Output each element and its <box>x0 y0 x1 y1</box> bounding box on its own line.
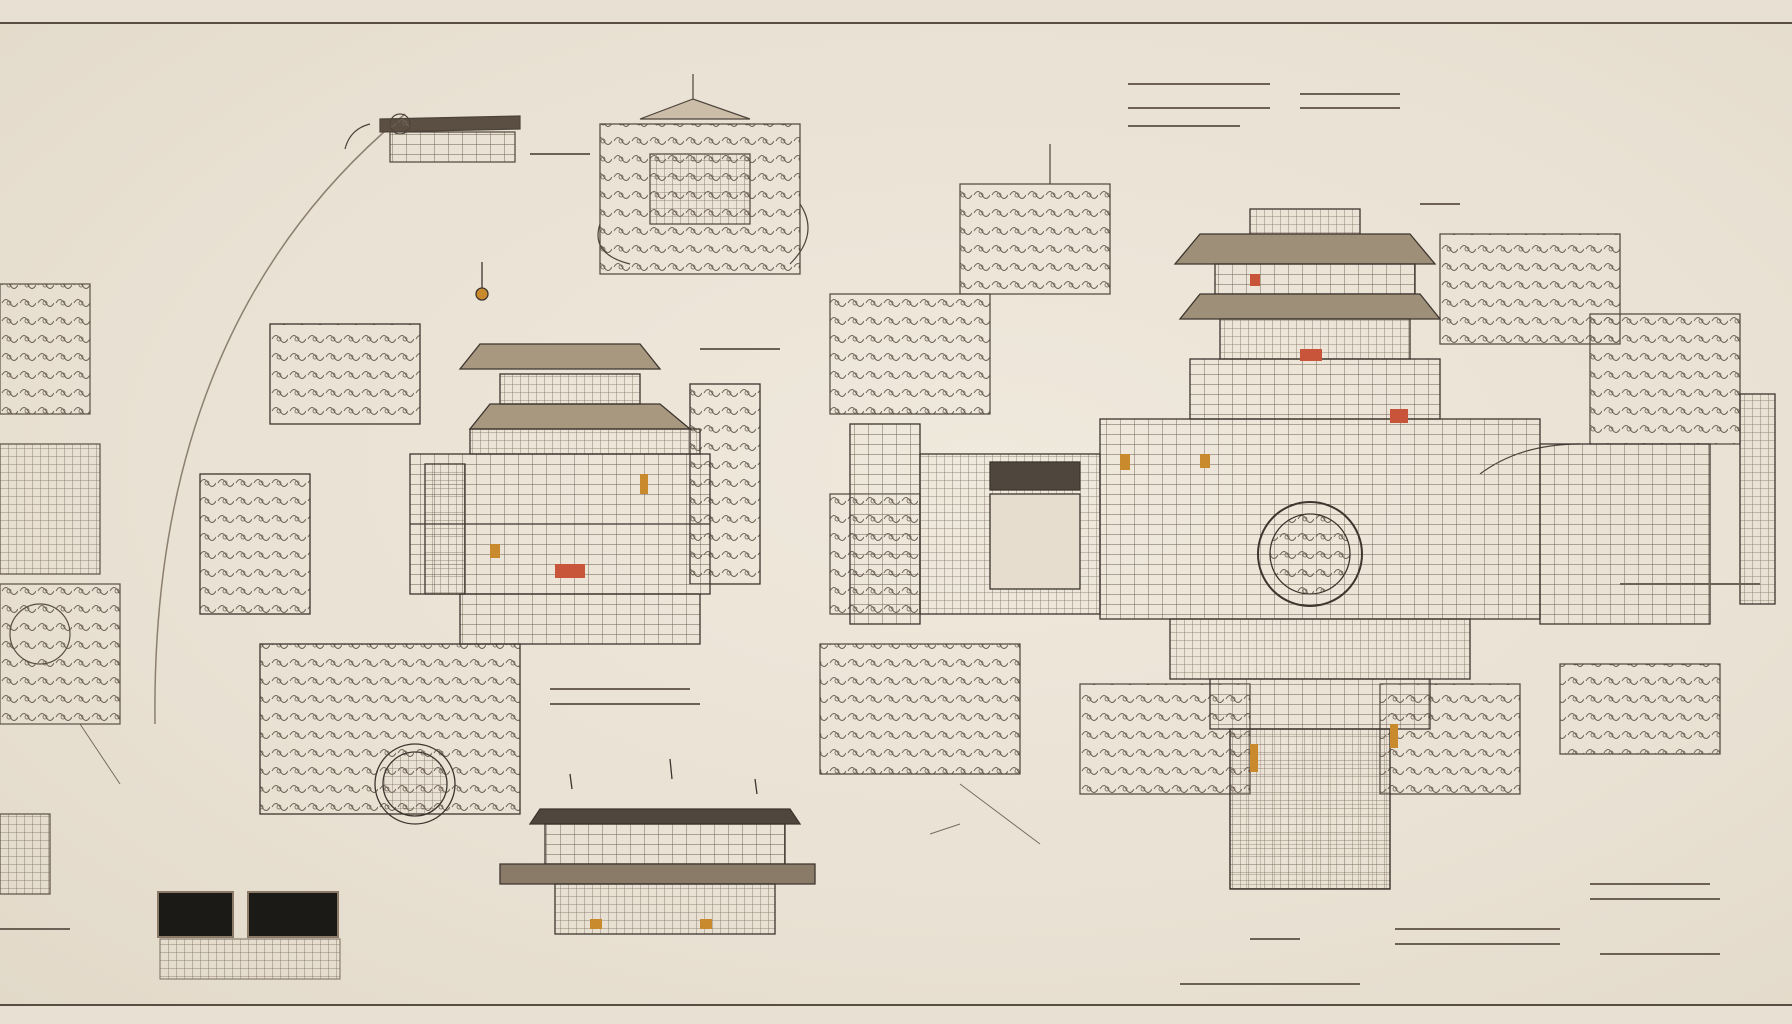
leader-line <box>929 823 961 835</box>
annotation-marks <box>0 83 1760 985</box>
right-main-palace <box>849 208 1776 890</box>
top-ornate-pavilion <box>597 74 809 275</box>
leader-line <box>79 723 121 785</box>
bottom-pavilion <box>499 758 816 935</box>
legend-boxes <box>157 891 341 980</box>
architectural-drawing <box>0 74 1776 985</box>
top-pavilion-small <box>344 113 521 163</box>
drawing-plate <box>0 22 1792 1006</box>
construction-arc <box>154 113 406 725</box>
leader-line <box>959 783 1041 845</box>
left-edge-structure <box>0 283 121 895</box>
left-main-hall <box>199 262 761 825</box>
